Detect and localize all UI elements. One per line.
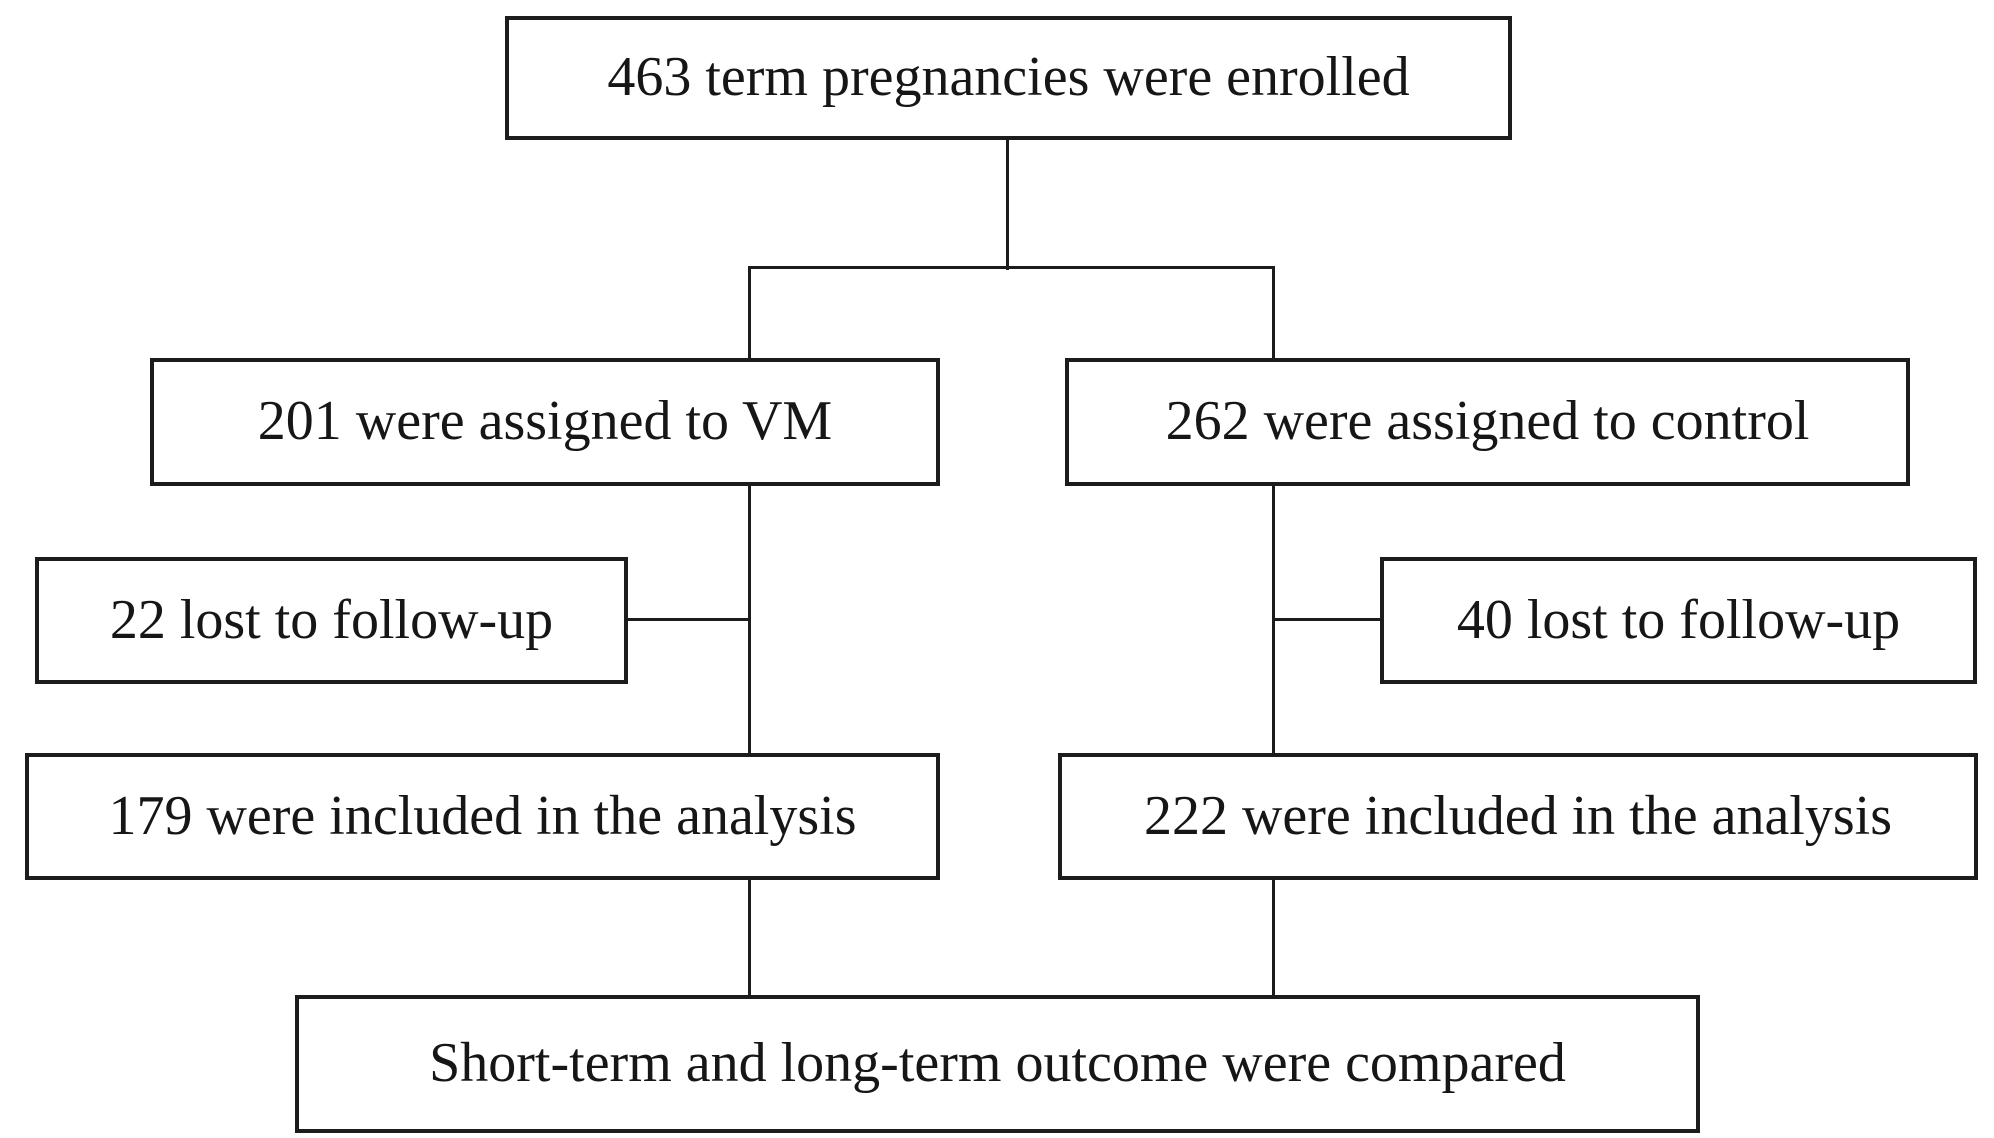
node-analysis-vm: 179 were included in the analysis <box>25 753 940 880</box>
node-analysis-control: 222 were included in the analysis <box>1058 753 1978 880</box>
node-analysis-vm-label: 179 were included in the analysis <box>108 784 857 847</box>
node-lost-vm-label: 22 lost to follow-up <box>109 588 554 651</box>
node-assigned-control-label: 262 were assigned to control <box>1165 390 1810 453</box>
connector-branch-left-down <box>748 266 751 362</box>
node-enrolled: 463 term pregnancies were enrolled <box>505 16 1512 140</box>
connector-analysis-vm-to-outcome <box>748 878 751 998</box>
node-outcome: Short-term and long-term outcome were co… <box>295 995 1700 1133</box>
node-analysis-control-label: 222 were included in the analysis <box>1143 784 1892 847</box>
connector-enrolled-down <box>1006 138 1009 270</box>
connector-branch-right-down <box>1272 266 1275 362</box>
node-assigned-vm: 201 were assigned to VM <box>150 358 940 486</box>
node-assigned-vm-label: 201 were assigned to VM <box>257 390 833 453</box>
node-lost-control: 40 lost to follow-up <box>1380 557 1977 684</box>
connector-lost-vm-stub <box>626 618 750 621</box>
node-lost-vm: 22 lost to follow-up <box>35 557 628 684</box>
connector-lost-control-stub <box>1273 618 1383 621</box>
node-assigned-control: 262 were assigned to control <box>1065 358 1910 486</box>
node-lost-control-label: 40 lost to follow-up <box>1456 588 1901 651</box>
connector-branch-horizontal <box>748 266 1275 269</box>
node-outcome-label: Short-term and long-term outcome were co… <box>429 1032 1566 1095</box>
connector-analysis-control-to-outcome <box>1272 878 1275 998</box>
node-enrolled-label: 463 term pregnancies were enrolled <box>607 46 1410 109</box>
